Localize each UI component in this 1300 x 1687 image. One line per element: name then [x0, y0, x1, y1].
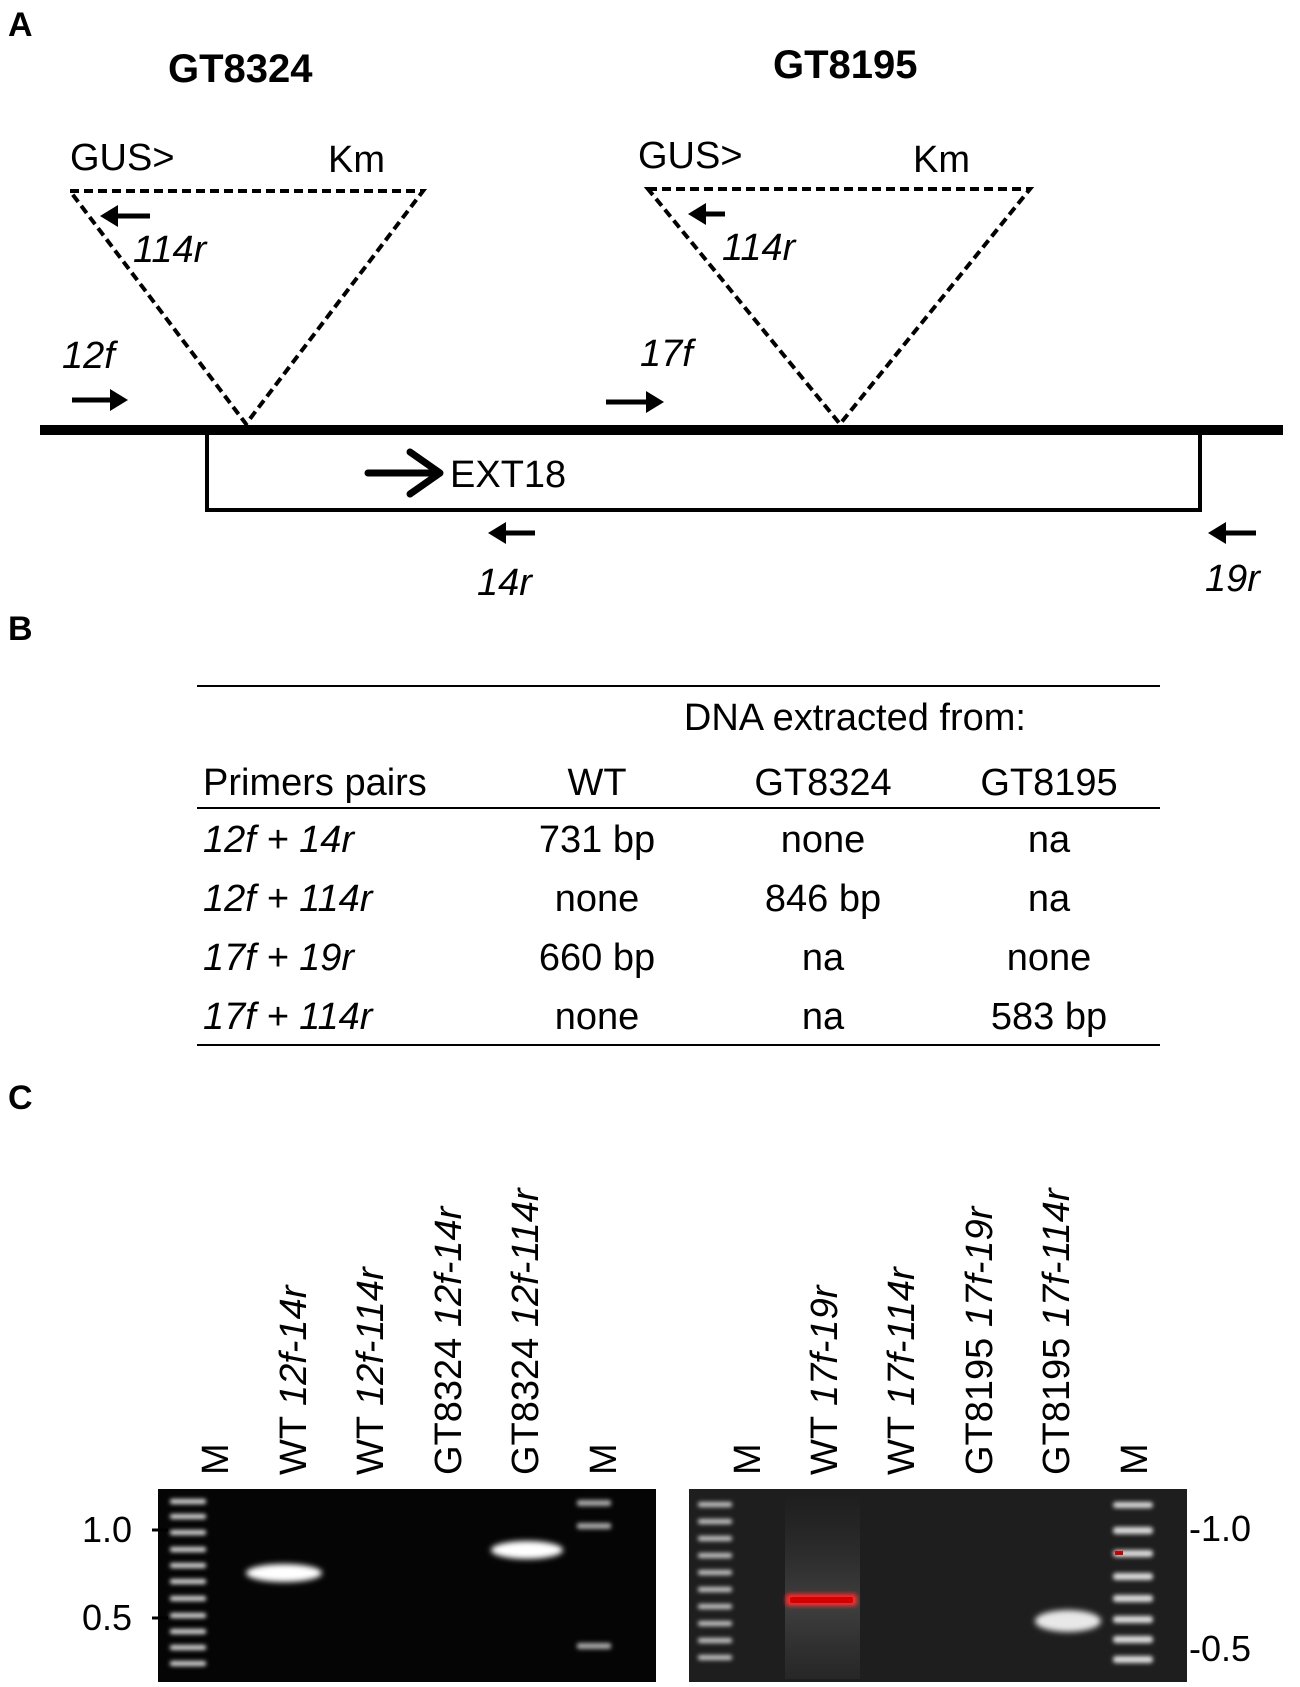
arrow-left-icon	[1208, 522, 1256, 544]
left-size-scale: 1.0 0.5	[82, 1509, 168, 1638]
panel-b-label: B	[8, 610, 33, 648]
table-cell-gt8324: none	[781, 819, 866, 861]
arrow-right-icon	[606, 391, 664, 413]
ext18-gene-box	[205, 428, 1202, 512]
table-header-wt: WT	[567, 762, 626, 804]
size-label-0-5kb: -0.5	[1189, 1628, 1251, 1669]
lane-label: GT8195 17f-114r	[1036, 1187, 1078, 1475]
ladder-band-saturated	[1115, 1551, 1123, 1555]
ladder-bands	[170, 1499, 206, 1666]
left-gel-lane-labels: M WT 12f-14r WT 12f-114r GT8324 12f-14r …	[195, 1187, 625, 1475]
table-super-header: DNA extracted from:	[684, 697, 1026, 739]
gus-label: GUS>	[638, 135, 743, 177]
line-name-gt8324: GT8324	[168, 47, 313, 91]
table-cell-gt8195: na	[1028, 819, 1071, 861]
table-cell-primers: 12f + 14r	[203, 819, 355, 861]
table-cell-wt: 731 bp	[539, 819, 655, 861]
table-cell-primers: 17f + 114r	[203, 996, 374, 1038]
lane-label: WT 12f-14r	[273, 1284, 315, 1475]
size-label-1kb: -1.0	[1189, 1508, 1251, 1549]
table-row: 12f + 114r none 846 bp na	[203, 878, 1071, 920]
panel-a: A GT8324 GT8195 GUS> Km 114r GUS> Km 114…	[8, 6, 1283, 604]
table-row: 17f + 114r none na 583 bp	[203, 996, 1107, 1038]
t-dna-insert-gt8324: GUS> Km 114r	[65, 137, 428, 428]
table-cell-wt: 660 bp	[539, 937, 655, 979]
pcr-band	[491, 1541, 563, 1559]
orientation-arrow-icon	[364, 448, 444, 498]
arrow-right-icon	[72, 389, 128, 411]
gel-background	[158, 1489, 656, 1682]
panel-c: C M WT 12f-14r WT 12f-114r GT8324 12f-14…	[8, 1079, 1251, 1682]
table-cell-gt8324: na	[802, 996, 845, 1038]
pcr-band	[246, 1564, 322, 1582]
size-label-0-5kb: 0.5	[82, 1597, 132, 1638]
table-cell-gt8195: none	[1007, 937, 1092, 979]
panel-b: B DNA extracted from: Primers pairs WT G…	[8, 610, 1160, 1046]
primer-19r-label: 19r	[1205, 558, 1261, 600]
primer-114r-label: 114r	[722, 227, 797, 269]
table-header-gt8195: GT8195	[980, 762, 1117, 804]
table-cell-wt: none	[555, 996, 640, 1038]
lane-label: M	[727, 1443, 769, 1475]
panel-c-label: C	[8, 1079, 33, 1117]
lane-label: M	[1114, 1443, 1156, 1475]
table-cell-gt8195: na	[1028, 878, 1071, 920]
table-cell-primers: 12f + 114r	[203, 878, 374, 920]
km-label: Km	[913, 139, 970, 181]
primer-14r-label: 14r	[477, 562, 533, 604]
arrow-left-icon	[488, 522, 535, 544]
ladder-bands	[577, 1500, 611, 1649]
table-cell-gt8195: 583 bp	[991, 996, 1107, 1038]
t-dna-insert-gt8195: GUS> Km 114r	[638, 135, 1035, 428]
lane-label: WT 12f-114r	[350, 1266, 392, 1475]
insert-triangle	[643, 187, 1035, 428]
lane-label: M	[583, 1443, 625, 1475]
lane-label: WT 17f-19r	[804, 1284, 846, 1475]
table-cell-primers: 17f + 19r	[203, 937, 355, 979]
km-label: Km	[328, 139, 385, 181]
primer-114r-label: 114r	[133, 229, 208, 271]
table-header-gt8324: GT8324	[754, 762, 891, 804]
gus-label: GUS>	[70, 137, 175, 179]
table-cell-gt8324: na	[802, 937, 845, 979]
pcr-band-saturated-core	[790, 1597, 853, 1603]
right-size-scale: -1.0 -0.5	[1189, 1508, 1251, 1669]
right-gel-lane-labels: M WT 17f-19r WT 17f-114r GT8195 17f-19r …	[727, 1187, 1156, 1475]
pcr-band	[1035, 1610, 1101, 1632]
table-header-primers: Primers pairs	[203, 762, 427, 804]
arrow-left-icon	[688, 203, 725, 225]
panel-a-label: A	[8, 6, 33, 44]
lane-label: GT8324 12f-114r	[505, 1187, 547, 1475]
lane-label: GT8324 12f-14r	[428, 1205, 470, 1475]
table-row: 12f + 14r 731 bp none na	[203, 819, 1071, 861]
size-label-1kb: 1.0	[82, 1509, 132, 1550]
lane-label: WT 17f-114r	[881, 1266, 923, 1475]
table-row: 17f + 19r 660 bp na none	[203, 937, 1091, 979]
right-gel-image	[689, 1489, 1187, 1682]
gene-label: EXT18	[450, 454, 566, 496]
lane-smear	[785, 1491, 860, 1679]
table-cell-wt: none	[555, 878, 640, 920]
table-cell-gt8324: 846 bp	[765, 878, 881, 920]
primer-17f-label: 17f	[640, 333, 696, 375]
gel-background	[689, 1489, 1187, 1682]
lane-label: M	[195, 1443, 237, 1475]
lane-label: GT8195 17f-19r	[959, 1205, 1001, 1475]
insert-triangle	[65, 189, 428, 428]
primer-12f-label: 12f	[62, 335, 118, 377]
ladder-bands	[1113, 1502, 1153, 1663]
line-name-gt8195: GT8195	[773, 43, 918, 87]
arrow-left-icon	[100, 205, 150, 227]
left-gel-image	[158, 1489, 656, 1682]
ladder-bands	[698, 1502, 732, 1660]
